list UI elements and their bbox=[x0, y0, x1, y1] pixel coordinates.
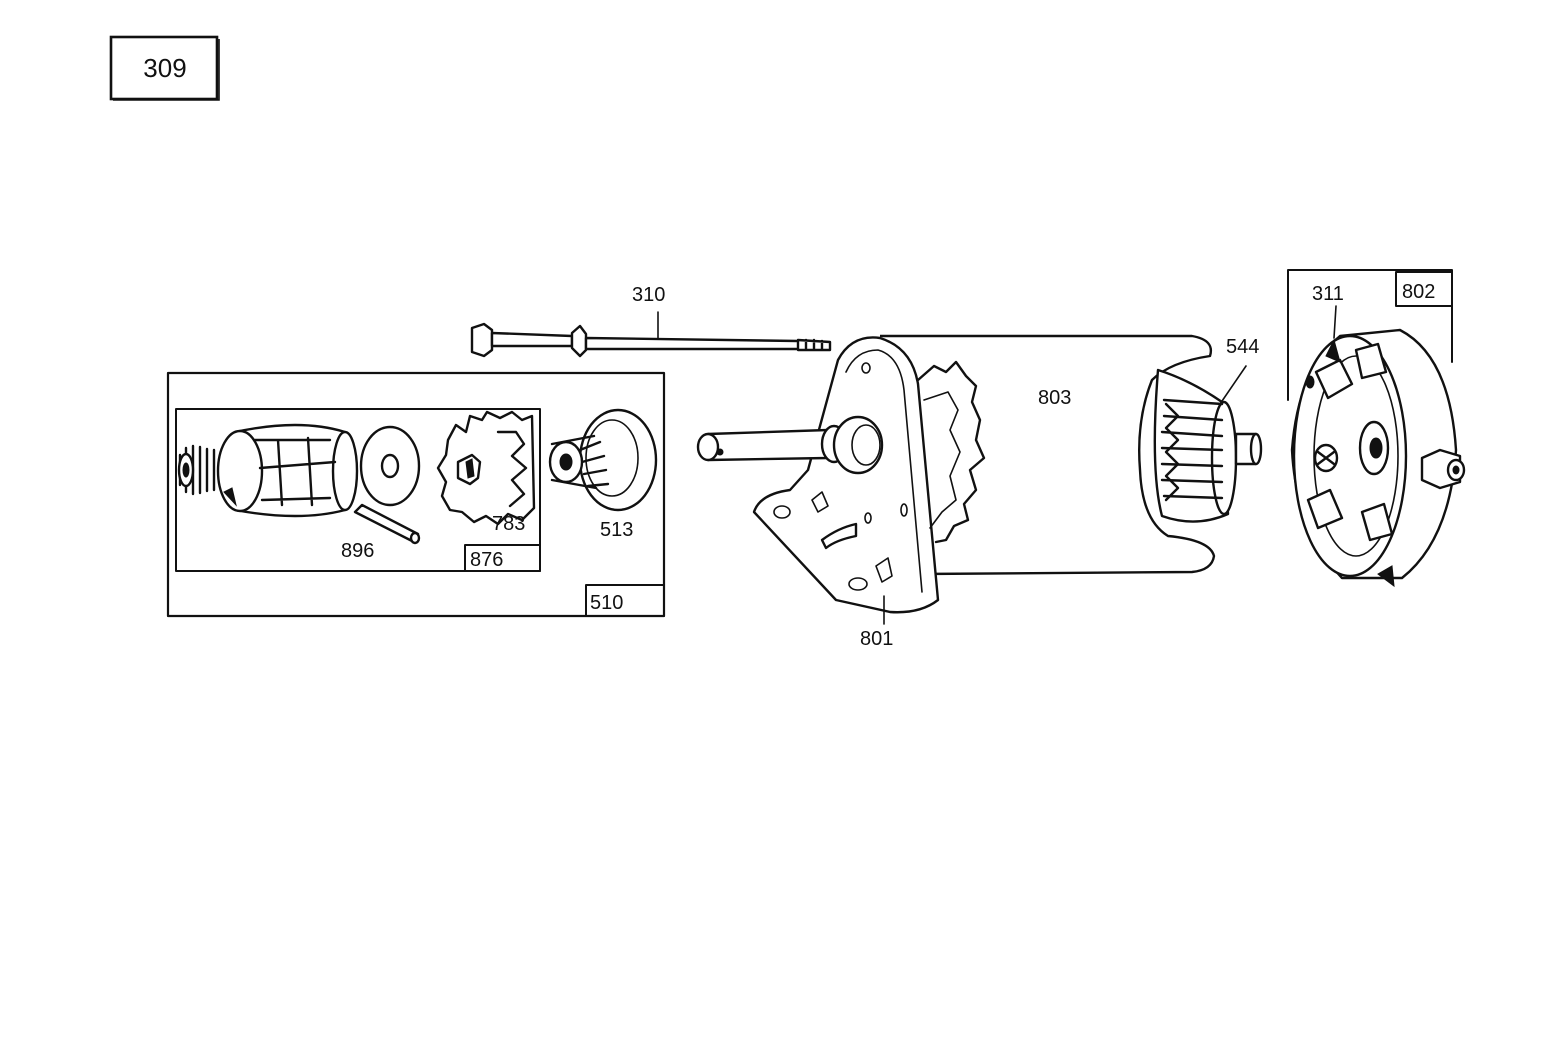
roll-pin-part bbox=[353, 503, 421, 545]
callout-801: 801 bbox=[860, 628, 893, 650]
pinion-nut-part bbox=[548, 408, 658, 512]
commutator-end-cap-box: 802 bbox=[1287, 269, 1453, 401]
through-bolt-part bbox=[470, 322, 832, 358]
callout-783: 783 bbox=[492, 513, 525, 535]
callout-876: 876 bbox=[470, 549, 503, 571]
callout-513: 513 bbox=[600, 519, 633, 541]
gear-part bbox=[436, 410, 536, 526]
callout-544: 544 bbox=[1226, 336, 1259, 358]
housing-part bbox=[880, 334, 1216, 576]
drive-clutch-part bbox=[177, 423, 359, 518]
drive-kit-box: 876 bbox=[175, 408, 541, 572]
callout-803: 803 bbox=[1038, 387, 1071, 409]
drive-assembly-box: 510 bbox=[166, 371, 666, 618]
leader-311 bbox=[1333, 305, 1337, 339]
drive-end-cap-part bbox=[696, 336, 986, 614]
callout-802: 802 bbox=[1402, 281, 1435, 303]
washer-part bbox=[359, 425, 421, 507]
callout-310: 310 bbox=[632, 284, 665, 306]
armature-commutator-part bbox=[1153, 368, 1263, 523]
callout-510: 510 bbox=[590, 592, 623, 614]
commutator-end-cap-part bbox=[1290, 328, 1466, 588]
leader-544 bbox=[1219, 365, 1247, 405]
figure-number-box: 309 bbox=[109, 35, 220, 101]
figure-number: 309 bbox=[143, 53, 186, 83]
callout-896: 896 bbox=[341, 540, 374, 562]
callout-311: 311 bbox=[1312, 283, 1344, 305]
